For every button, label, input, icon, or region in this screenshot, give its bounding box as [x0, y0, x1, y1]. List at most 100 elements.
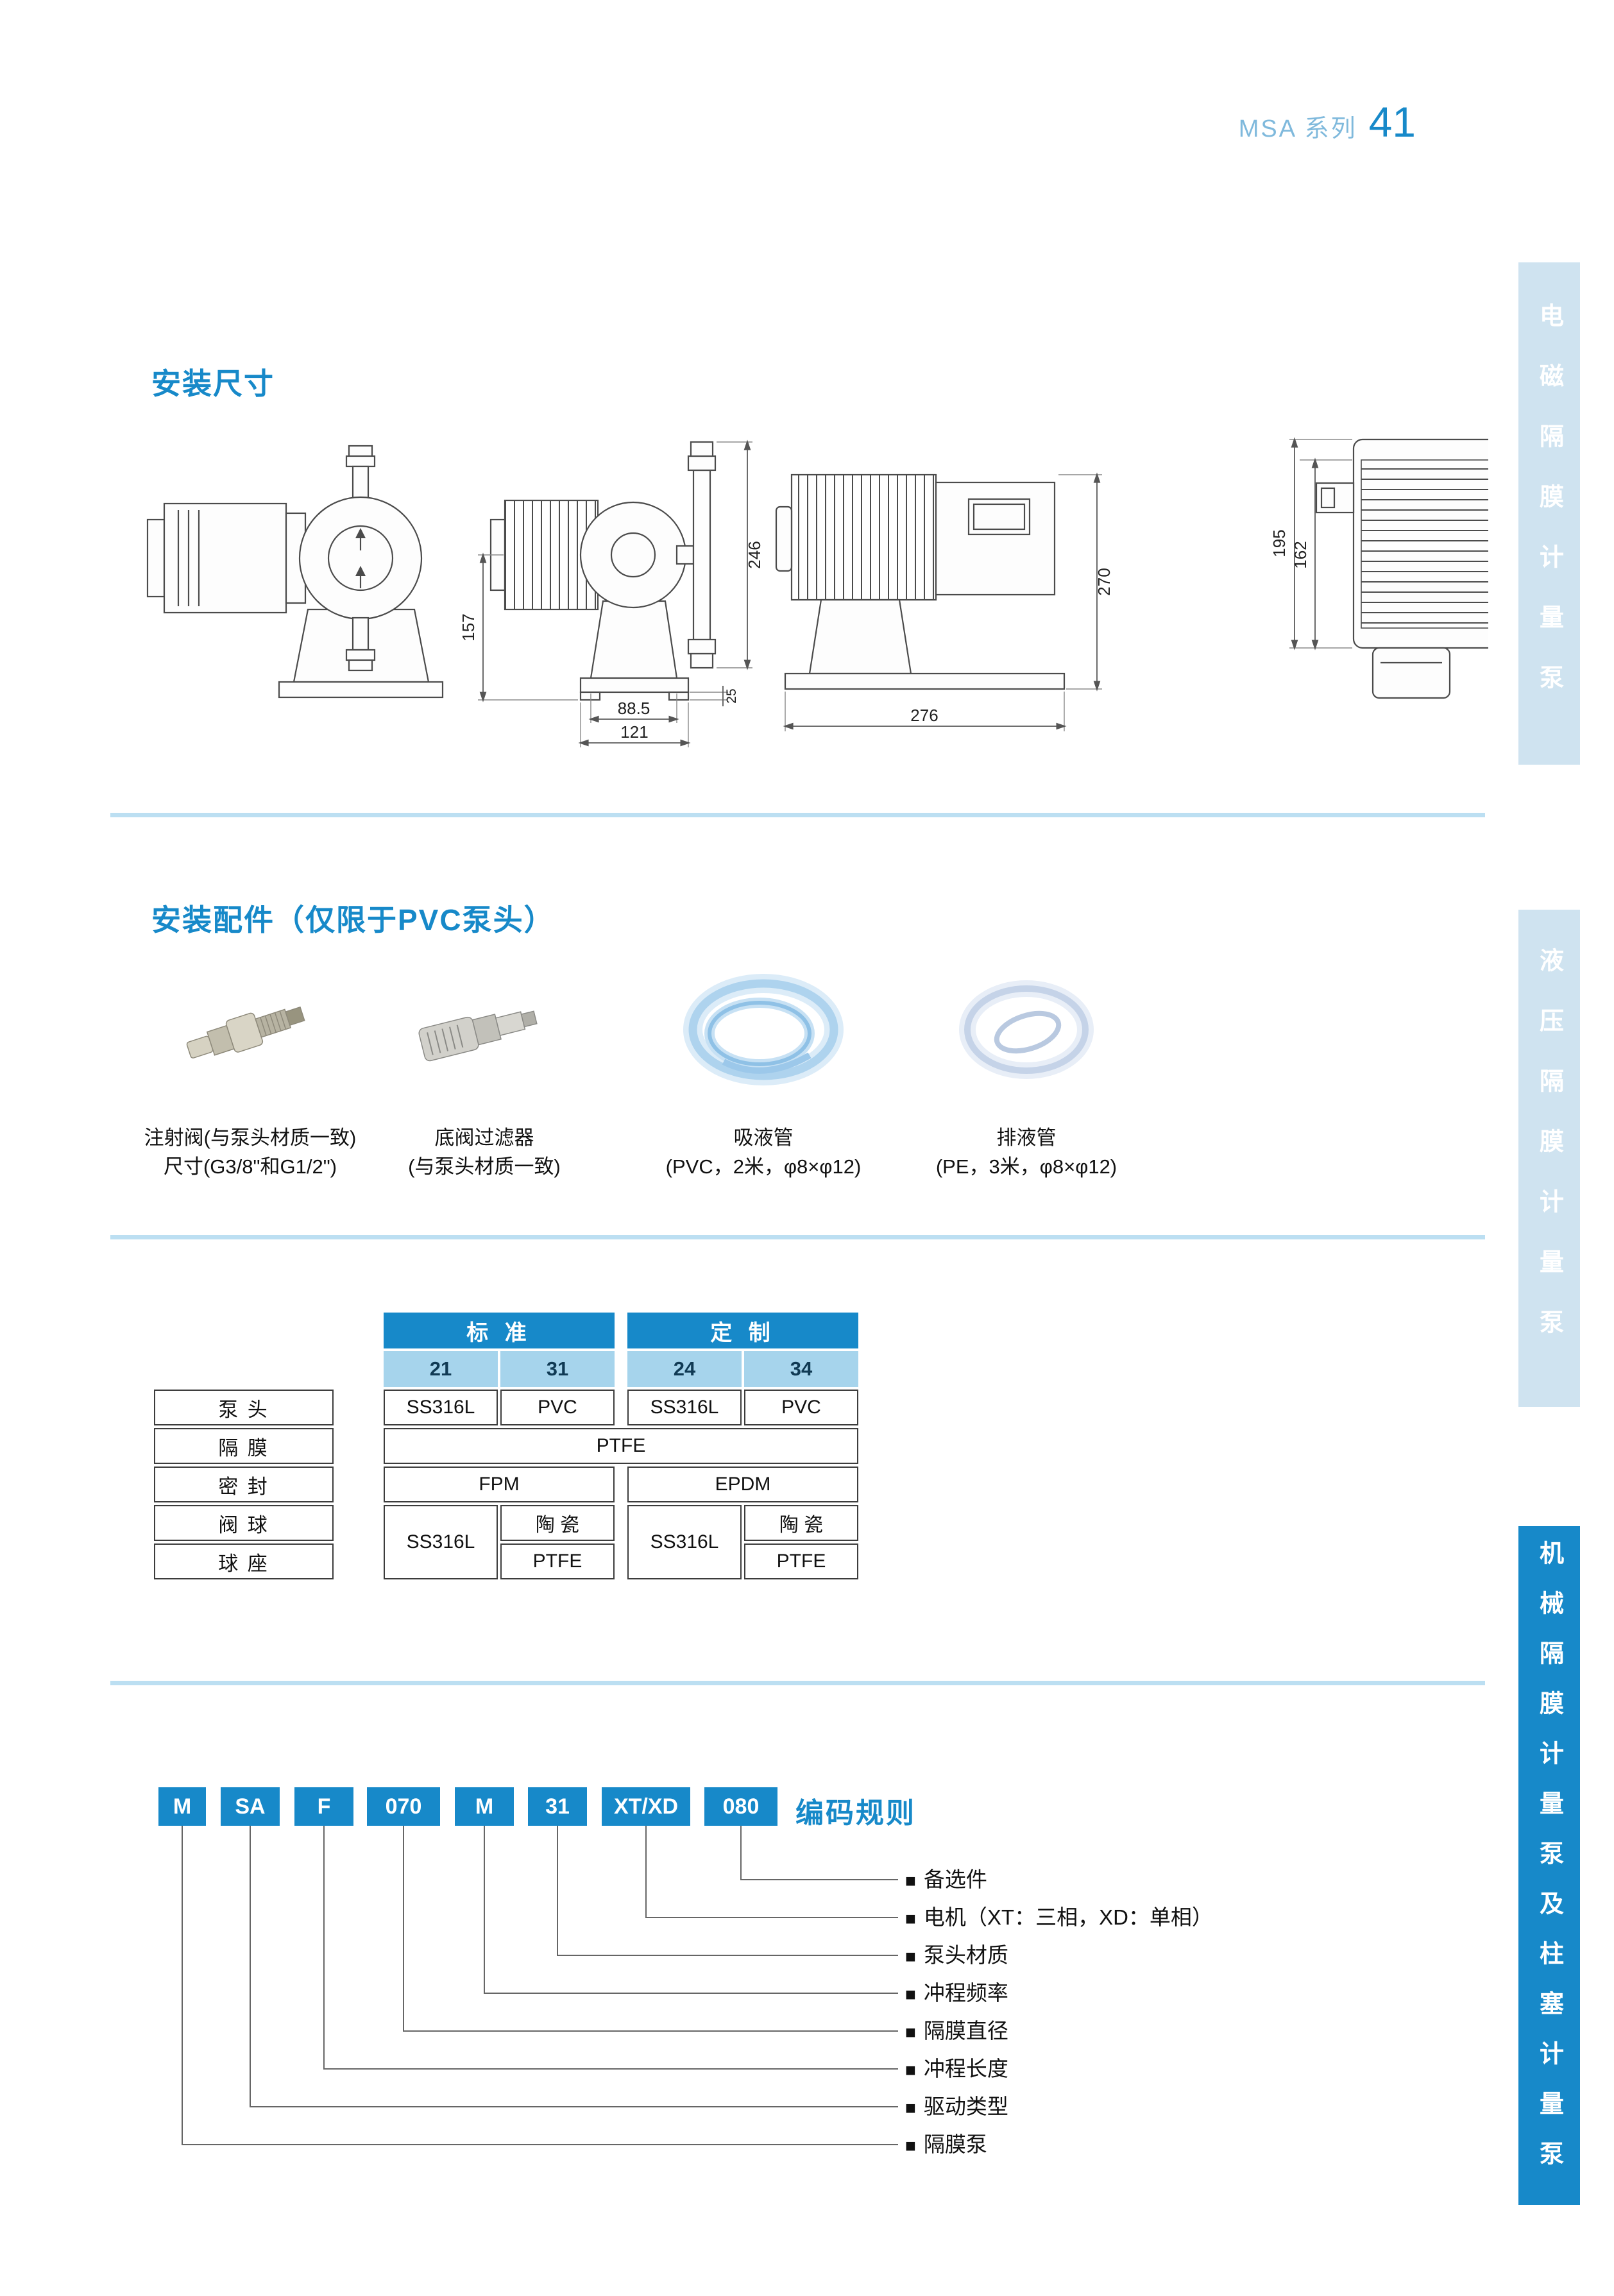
dim-270-label: 270: [1094, 568, 1114, 595]
sidebar-tab-mechanical-diaphragm-pump[interactable]: 机械隔膜计量泵及柱塞计量泵: [1518, 1526, 1580, 2205]
caption-line: 底阀过滤器: [434, 1127, 534, 1149]
table-spacer: [617, 1313, 625, 1348]
caption-line: 注射阀(与泵头材质一致): [144, 1127, 357, 1149]
code-box-diaphragm-diameter: 070: [367, 1787, 440, 1826]
code-label-diaphragm-pump: ■ 隔膜泵: [905, 2130, 987, 2159]
installation-dimension-drawings: 157 246 25 88.5 121: [146, 437, 1488, 747]
row-label-diaphragm: 隔 膜: [154, 1428, 334, 1464]
diaphragm-all: PTFE: [384, 1428, 858, 1464]
code-label-options: ■备选件: [905, 1866, 987, 1894]
injection-valve-image: [186, 1006, 305, 1059]
caption-line: 尺寸(G3/8"和G1/2"): [163, 1155, 337, 1178]
table-spacer: [336, 1351, 381, 1387]
code-box-diaphragm-pump: M: [158, 1787, 206, 1826]
code-label-stroke-length: ■ 冲程长度: [905, 2055, 1008, 2083]
accessory-caption-injection-valve: 注射阀(与泵头材质一致) 尺寸(G3/8"和G1/2"): [103, 1124, 398, 1182]
table-spacer: [336, 1428, 381, 1464]
code-label-text: 驱动类型: [923, 2095, 1008, 2118]
ball-seat-31: PTFE: [500, 1543, 615, 1579]
table-spacer: [336, 1505, 381, 1541]
pump-head-31: PVC: [500, 1390, 615, 1425]
seal-custom: EPDM: [627, 1467, 858, 1502]
accessory-caption-suction-tube: 吸液管 (PVC，2米，φ8×φ12): [616, 1124, 911, 1182]
code-label-text: 隔膜泵: [923, 2132, 987, 2156]
suction-tube-image: [683, 974, 844, 1085]
dim-88-5-label: 88.5: [618, 699, 650, 718]
bullet-icon: ■: [905, 2136, 916, 2156]
code-label-motor: ■ 电机（XT：三相，XD：单相）: [905, 1903, 1213, 1932]
code-box-drive-type: SA: [221, 1787, 280, 1826]
materials-table: 标 准 定 制 21 31 24 34 泵 头 SS316L PVC SS316…: [151, 1310, 861, 1582]
code-label-text: 冲程长度: [923, 2057, 1008, 2080]
bullet-icon: ■: [905, 2022, 916, 2042]
dim-162-label: 162: [1291, 541, 1310, 568]
sidebar-tab-label: 机械隔膜计量泵及柱塞计量泵: [1535, 1540, 1563, 2191]
caption-line: (PVC，2米，φ8×φ12): [665, 1155, 862, 1178]
pump-head-24: SS316L: [627, 1390, 742, 1425]
dim-25-label: 25: [724, 688, 739, 703]
code-label-text: 隔膜直径: [923, 2019, 1008, 2043]
bullet-icon: ■: [905, 1946, 916, 1966]
sidebar-tab-hydraulic-diaphragm-pump[interactable]: 液压隔膜计量泵: [1518, 910, 1580, 1407]
row-label-valve-ball: 阀 球: [154, 1505, 334, 1541]
table-group-custom: 定 制: [627, 1313, 858, 1348]
bullet-icon: ■: [905, 2060, 916, 2080]
row-label-ball-seat: 球 座: [154, 1543, 334, 1579]
accessory-images: [186, 974, 1094, 1085]
row-label-pump-head: 泵 头: [154, 1390, 334, 1425]
section-divider: [110, 1681, 1485, 1685]
caption-line: (PE，3米，φ8×φ12): [935, 1155, 1117, 1178]
code-box-stroke-frequency: M: [455, 1787, 514, 1826]
bullet-icon: ■: [905, 2098, 916, 2118]
code-label-head-material: ■泵头材质: [905, 1941, 1008, 1969]
table-row: 隔 膜 PTFE: [154, 1428, 858, 1464]
code-label-text: 冲程频率: [923, 1981, 1008, 2005]
caption-line: (与泵头材质一致): [408, 1155, 561, 1178]
table-spacer: [617, 1467, 625, 1502]
pump-side-view-drawing: 157 246 25 88.5 121: [459, 439, 764, 747]
section-title-install-dimensions: 安装尺寸: [151, 367, 275, 400]
dim-246-label: 246: [745, 541, 764, 568]
sidebar-tab-solenoid-diaphragm-pump[interactable]: 电磁隔膜计量泵: [1518, 262, 1580, 765]
pump-head-21: SS316L: [384, 1390, 498, 1425]
page-header: MSA 系列 41: [1239, 98, 1416, 146]
row-label-seal: 密 封: [154, 1467, 334, 1502]
code-box-motor: XT/XD: [602, 1787, 690, 1826]
table-spacer: [154, 1313, 334, 1348]
code-label-text: 电机（XT：三相，XD：单相）: [923, 1905, 1213, 1929]
discharge-tube-image: [959, 980, 1094, 1079]
table-spacer: [617, 1390, 625, 1425]
accessory-caption-foot-valve: 底阀过滤器 (与泵头材质一致): [337, 1124, 632, 1182]
table-spacer: [336, 1390, 381, 1425]
table-group-standard: 标 准: [384, 1313, 615, 1348]
pump-rear-view-drawing: 195 162: [1270, 437, 1488, 699]
caption-line: 吸液管: [733, 1127, 794, 1149]
table-spacer: [617, 1351, 625, 1387]
section-divider: [110, 1235, 1485, 1239]
dim-157-label: 157: [459, 613, 478, 641]
pump-head-34: PVC: [744, 1390, 858, 1425]
foot-valve-strainer-image: [418, 1010, 538, 1062]
seal-standard: FPM: [384, 1467, 615, 1502]
valve-ball-34: 陶 瓷: [744, 1505, 858, 1541]
page-number: 41: [1368, 98, 1416, 146]
pump-front-view-drawing: [146, 445, 444, 699]
bullet-icon: ■: [905, 1909, 916, 1928]
dim-276-label: 276: [910, 706, 938, 725]
code-box-options: 080: [704, 1787, 777, 1826]
table-code-31: 31: [500, 1351, 615, 1387]
table-spacer: [336, 1467, 381, 1502]
code-box-head-material: 31: [528, 1787, 587, 1826]
section-divider: [110, 813, 1485, 817]
table-row: 泵 头 SS316L PVC SS316L PVC: [154, 1390, 858, 1425]
sidebar-tab-label: 电磁隔膜计量泵: [1535, 302, 1563, 725]
table-code-34: 34: [744, 1351, 858, 1387]
dim-195-label: 195: [1270, 529, 1289, 557]
valve-ball-seat-21: SS316L: [384, 1505, 498, 1579]
table-code-24: 24: [627, 1351, 742, 1387]
coding-connector-lines: [182, 1826, 898, 2145]
dim-121-label: 121: [620, 722, 648, 742]
pump-long-side-view-drawing: 270 276: [775, 472, 1114, 731]
table-row: 球 座 PTFE PTFE: [154, 1543, 858, 1579]
series-label: MSA 系列: [1238, 115, 1357, 142]
